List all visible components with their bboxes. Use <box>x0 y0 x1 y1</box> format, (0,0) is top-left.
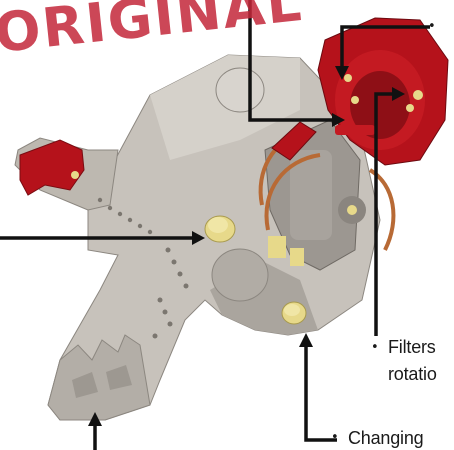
changing-label: Changing <box>348 428 423 449</box>
rotation-label: rotatio <box>388 364 437 385</box>
bullet-dot-icon: • <box>371 340 379 355</box>
red-tip-bolt <box>71 171 79 179</box>
filters-label: Filters <box>388 337 436 358</box>
bullet-dot-icon: • <box>428 19 436 34</box>
bullet-dot-icon: • <box>331 430 339 445</box>
